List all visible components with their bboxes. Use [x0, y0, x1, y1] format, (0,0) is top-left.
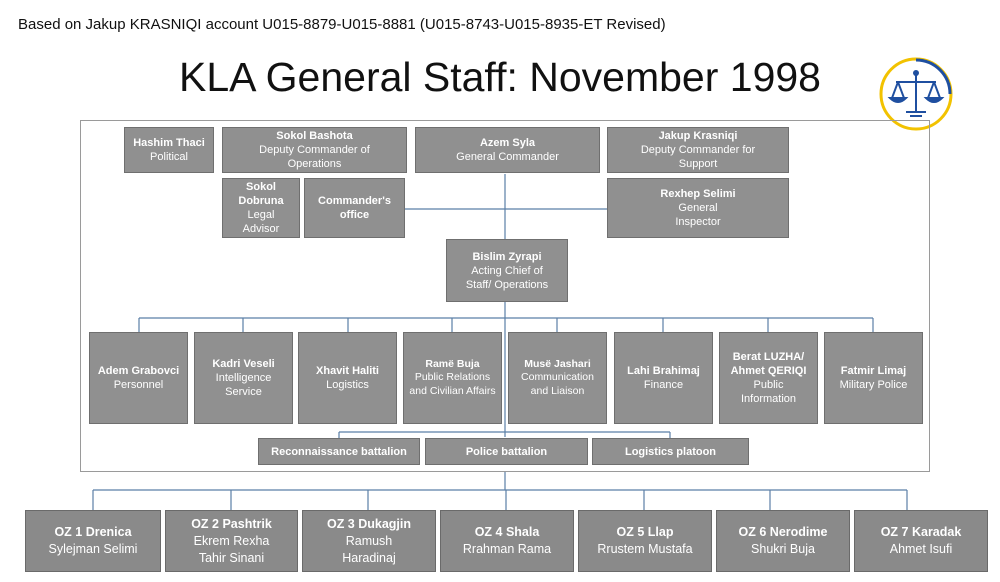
- node-role: Personnel: [113, 379, 164, 391]
- node-role: Logistics: [326, 379, 369, 391]
- zone-commander: Sylejman Selimi: [48, 542, 138, 556]
- node-sokol-bashota: Sokol Bashota Deputy Commander of Operat…: [222, 127, 407, 173]
- node-role: Legal Advisor: [242, 209, 280, 235]
- zone-commander: Ramush Haradinaj: [342, 533, 396, 565]
- zone-commander: Rrustem Mustafa: [597, 542, 693, 556]
- chart-title: KLA General Staff: November 1998: [179, 54, 821, 100]
- zone-oz1-drenica: OZ 1 Drenica Sylejman Selimi: [25, 510, 161, 572]
- zone-name: OZ 7 Karadak: [880, 525, 962, 539]
- directorate-military-police: Fatmir Limaj Military Police: [824, 332, 923, 424]
- directorate-personnel: Adem Grabovci Personnel: [89, 332, 188, 424]
- node-role: Political: [150, 151, 188, 163]
- node-name: Fatmir Limaj: [840, 365, 907, 377]
- node-role: Acting Chief of Staff/ Operations: [465, 264, 549, 291]
- node-role: Communication and Liaison: [521, 371, 594, 397]
- node-name: Hashim Thaci: [133, 137, 205, 149]
- zone-name: OZ 2 Pashtrik: [191, 516, 272, 531]
- node-name: Azem Syla: [479, 137, 536, 149]
- node-role: Intelligence Service: [215, 372, 272, 398]
- zone-oz2-pashtrik: OZ 2 Pashtrik Ekrem Rexha Tahir Sinani: [165, 510, 298, 572]
- unit-logistics-platoon: Logistics platoon: [592, 438, 749, 465]
- zone-commander: Ekrem Rexha Tahir Sinani: [193, 533, 270, 565]
- zone-name: OZ 5 Llap: [616, 525, 674, 539]
- zone-oz5-llap: OZ 5 Llap Rrustem Mustafa: [578, 510, 712, 572]
- node-rexhep-selimi: Rexhep Selimi General Inspector: [607, 178, 789, 238]
- zone-name: OZ 3 Dukagjin: [326, 516, 412, 531]
- node-name: Lahi Brahimaj: [627, 365, 700, 377]
- node-name: Xhavit Haliti: [316, 365, 379, 377]
- node-role: Deputy Commander for Support: [640, 144, 756, 170]
- node-role: Military Police: [839, 379, 908, 391]
- directorate-public-information: Berat LUZHA/ Ahmet QERIQI Public Informa…: [719, 332, 818, 424]
- directorate-finance: Lahi Brahimaj Finance: [614, 332, 713, 424]
- zone-name: OZ 4 Shala: [474, 525, 540, 539]
- node-role: General Inspector: [675, 202, 721, 228]
- directorate-public-relations: Ramë Buja Public Relations and Civilian …: [403, 332, 502, 424]
- node-name: Kadri Veseli: [212, 358, 275, 370]
- zone-oz4-shala: OZ 4 Shala Rrahman Rama: [440, 510, 574, 572]
- node-name: Sokol Dobruna: [238, 181, 284, 207]
- scales-of-justice-icon: [879, 57, 953, 131]
- node-name: Police battalion: [465, 445, 548, 458]
- node-role: Finance: [643, 379, 684, 391]
- node-azem-syla: Azem Syla General Commander: [415, 127, 600, 173]
- unit-reconnaissance-battalion: Reconnaissance battalion: [258, 438, 420, 465]
- node-name: Sokol Bashota: [276, 130, 353, 142]
- node-name: Ramë Buja: [425, 357, 480, 370]
- node-bislim-zyrapi: Bislim Zyrapi Acting Chief of Staff/ Ope…: [446, 239, 568, 302]
- node-role: Deputy Commander of Operations: [259, 144, 370, 170]
- node-jakup-krasniqi: Jakup Krasniqi Deputy Commander for Supp…: [607, 127, 789, 173]
- node-name: Berat LUZHA/ Ahmet QERIQI: [730, 351, 807, 377]
- unit-police-battalion: Police battalion: [425, 438, 588, 465]
- node-name: Bislim Zyrapi: [472, 250, 542, 263]
- zone-commander: Ahmet Isufi: [889, 542, 953, 556]
- node-role: Public Information: [740, 379, 797, 405]
- zone-name: OZ 6 Nerodime: [738, 525, 828, 539]
- node-name: Rexhep Selimi: [660, 188, 736, 200]
- node-name: Adem Grabovci: [97, 365, 180, 377]
- source-note: Based on Jakup KRASNIQI account U015-887…: [18, 16, 666, 33]
- node-sokol-dobruna: Sokol Dobruna Legal Advisor: [222, 178, 300, 238]
- zone-oz6-nerodime: OZ 6 Nerodime Shukri Buja: [716, 510, 850, 572]
- node-name: Jakup Krasniqi: [658, 130, 738, 142]
- node-name: Logistics platoon: [624, 445, 717, 458]
- zone-oz7-karadak: OZ 7 Karadak Ahmet Isufi: [854, 510, 988, 572]
- general-staff-frame: [80, 120, 930, 472]
- directorate-intelligence: Kadri Veseli Intelligence Service: [194, 332, 293, 424]
- node-commanders-office: Commander's office: [304, 178, 405, 238]
- directorate-communication: Musë Jashari Communication and Liaison: [508, 332, 607, 424]
- node-role: General Commander: [456, 151, 559, 163]
- zone-oz3-dukagjin: OZ 3 Dukagjin Ramush Haradinaj: [302, 510, 436, 572]
- zone-name: OZ 1 Drenica: [54, 525, 132, 539]
- zone-commander: Rrahman Rama: [462, 542, 552, 556]
- directorate-logistics: Xhavit Haliti Logistics: [298, 332, 397, 424]
- zone-commander: Shukri Buja: [751, 542, 815, 556]
- node-name: Commander's office: [318, 195, 391, 221]
- node-hashim-thaci: Hashim Thaci Political: [124, 127, 214, 173]
- node-role: Public Relations and Civilian Affairs: [409, 371, 496, 397]
- node-name: Reconnaissance battalion: [271, 445, 407, 458]
- node-name: Musë Jashari: [524, 357, 591, 370]
